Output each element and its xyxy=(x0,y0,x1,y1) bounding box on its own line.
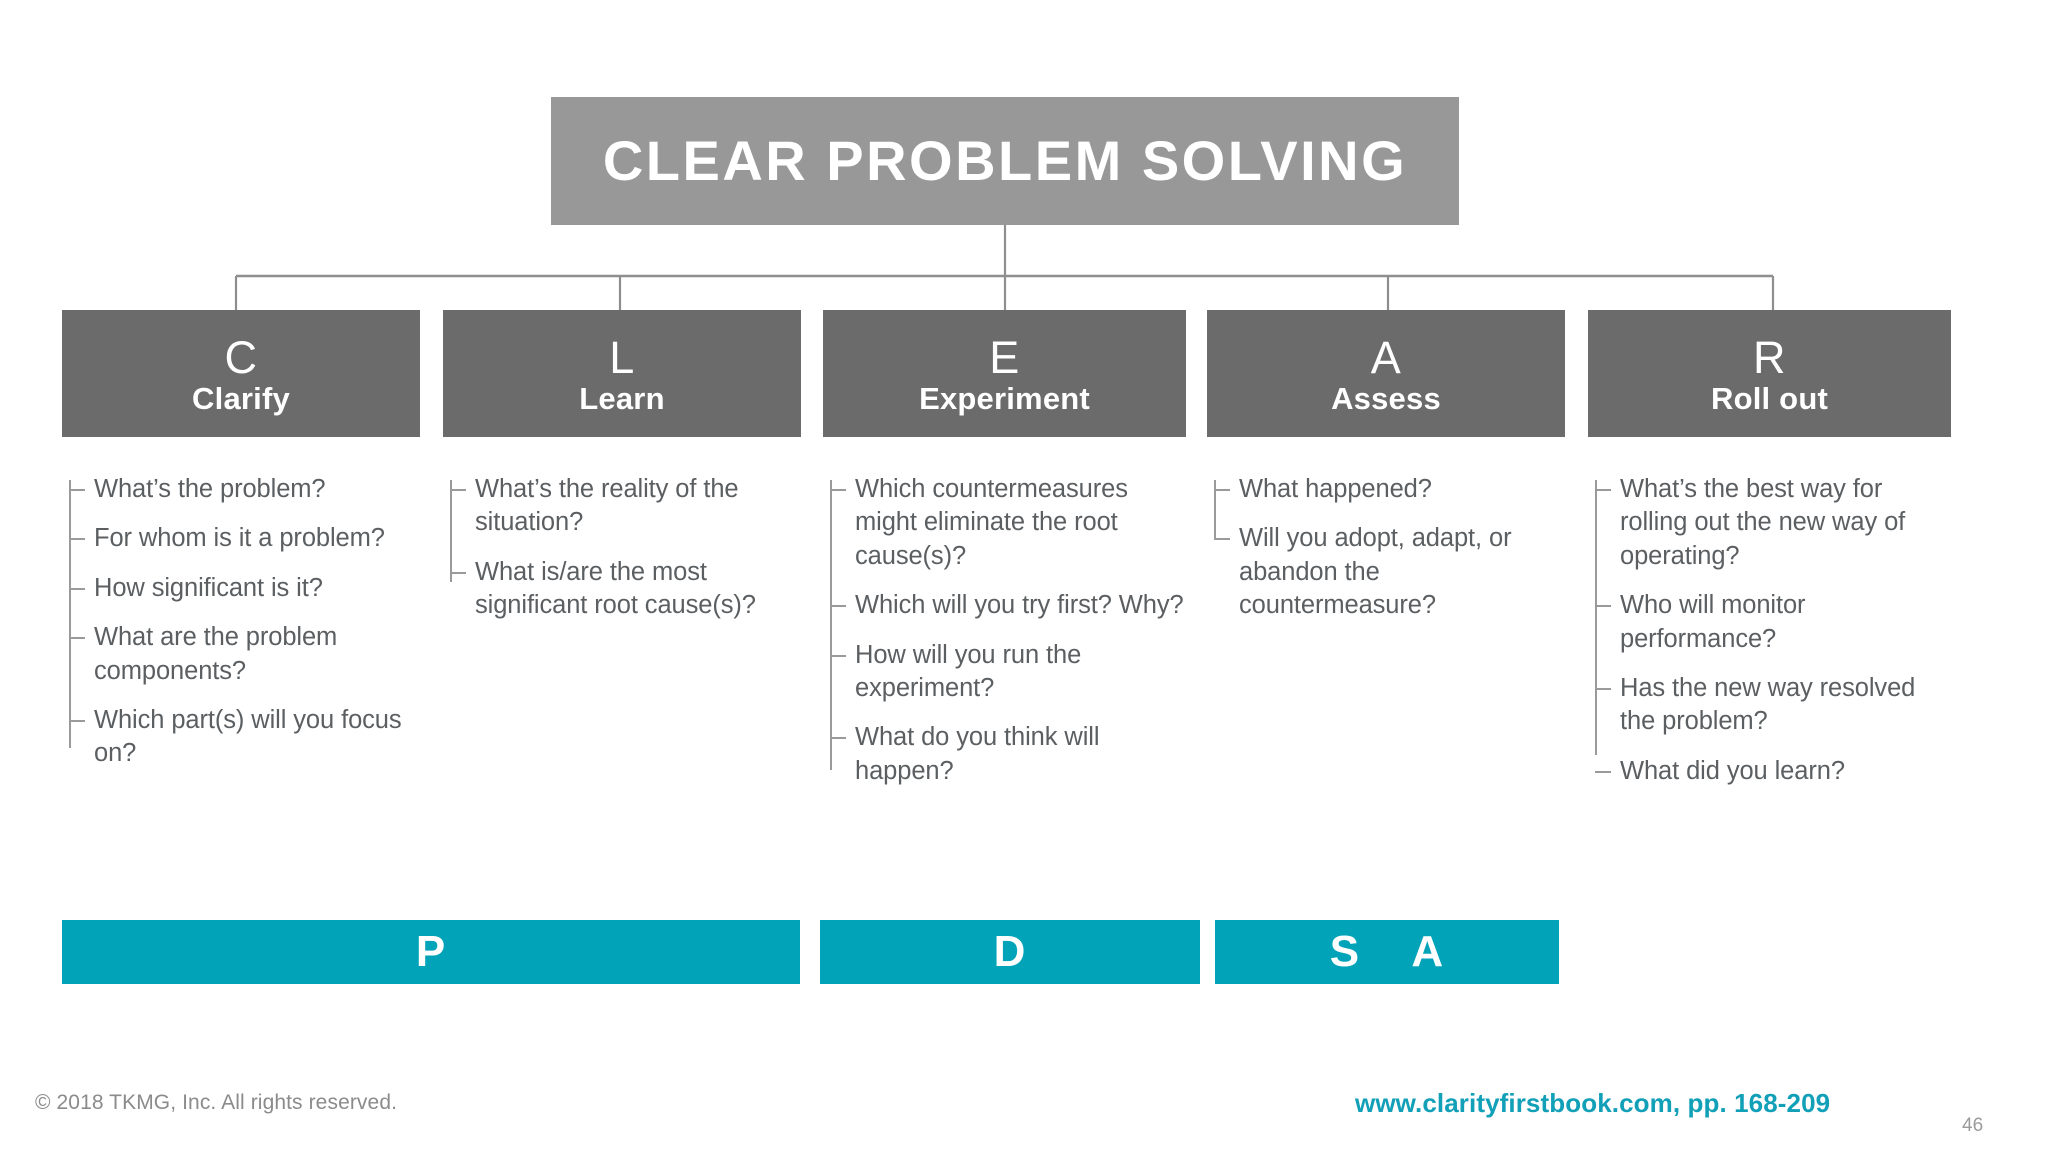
pdsa-label: S A xyxy=(1329,927,1445,976)
column-learn: L Learn What’s the reality of the situat… xyxy=(443,310,801,623)
bullet-tick-icon xyxy=(1214,489,1230,491)
bullet-tick-icon xyxy=(1595,687,1611,690)
bullet-spine xyxy=(830,480,832,770)
bullet-tick-icon xyxy=(1595,605,1611,608)
bullet-spine xyxy=(69,480,71,748)
list-item: Which part(s) will you focus on? xyxy=(69,704,420,771)
footer-book-link[interactable]: www.clarityfirstbook.com, pp. 168-209 xyxy=(1355,1088,1831,1118)
page-number: 46 xyxy=(1962,1115,1984,1136)
list-item: What’s the reality of the situation? xyxy=(450,473,801,540)
bullet-text: Has the new way resolved the problem? xyxy=(1620,673,1916,736)
list-item: Has the new way resolved the problem? xyxy=(1595,672,1951,739)
column-assess: A Assess What happened? Will you adopt, … xyxy=(1207,310,1565,623)
bullet-spine xyxy=(1214,480,1216,538)
column-letter: R xyxy=(1753,332,1786,384)
pdsa-bar-do[interactable]: D xyxy=(820,920,1200,984)
column-experiment: E Experiment Which countermeasures might… xyxy=(823,310,1186,788)
column-header-clarify[interactable]: C Clarify xyxy=(62,310,420,437)
list-item: What happened? xyxy=(1214,473,1565,506)
list-item: What’s the best way for rolling out the … xyxy=(1595,473,1951,573)
bullet-text: How will you run the experiment? xyxy=(855,640,1082,702)
list-item: For whom is it a problem? xyxy=(69,522,420,555)
bullet-list-experiment: Which countermeasures might eliminate th… xyxy=(823,473,1186,788)
page-title: CLEAR PROBLEM SOLVING xyxy=(602,129,1408,192)
list-item: Which countermeasures might eliminate th… xyxy=(830,473,1186,573)
bullet-tick-icon xyxy=(69,489,85,491)
bullet-text: What did you learn? xyxy=(1620,756,1845,785)
bullet-text: What’s the reality of the situation? xyxy=(475,475,739,537)
list-item: Which will you try first? Why? xyxy=(830,589,1186,622)
footer-copyright: © 2018 TKMG, Inc. All rights reserved. xyxy=(35,1091,398,1114)
bullet-tick-icon xyxy=(69,719,85,722)
column-word: Clarify xyxy=(192,381,290,417)
bullet-text: How significant is it? xyxy=(94,573,323,602)
bullet-tick-icon xyxy=(450,489,466,491)
bullet-tick-icon xyxy=(69,538,85,541)
bullet-text: What is/are the most significant root ca… xyxy=(475,557,756,620)
pdsa-bar-plan[interactable]: P xyxy=(62,920,800,984)
column-clarify: C Clarify What’s the problem? For whom i… xyxy=(62,310,420,771)
bullet-tick-icon xyxy=(69,637,85,640)
list-item: What are the problem components? xyxy=(69,621,420,688)
column-rollout: R Roll out What’s the best way for rolli… xyxy=(1588,310,1951,788)
bullet-text: Will you adopt, adapt, or abandon the co… xyxy=(1239,524,1512,620)
slide-title-banner: CLEAR PROBLEM SOLVING xyxy=(551,97,1459,225)
list-item: Who will monitor performance? xyxy=(1595,589,1951,656)
bullet-list-clarify: What’s the problem? For whom is it a pro… xyxy=(62,473,420,771)
bullet-tick-icon xyxy=(830,605,846,608)
column-word: Assess xyxy=(1331,381,1441,417)
list-item: Will you adopt, adapt, or abandon the co… xyxy=(1214,522,1565,622)
column-header-assess[interactable]: A Assess xyxy=(1207,310,1565,437)
list-item: How significant is it? xyxy=(69,572,420,605)
bullet-list-assess: What happened? Will you adopt, adapt, or… xyxy=(1207,473,1565,623)
column-header-experiment[interactable]: E Experiment xyxy=(823,310,1186,437)
bullet-spine xyxy=(450,480,452,582)
column-letter: C xyxy=(224,332,258,384)
bullet-text: What happened? xyxy=(1239,475,1432,503)
column-header-rollout[interactable]: R Roll out xyxy=(1588,310,1951,437)
bullet-text: What’s the best way for rolling out the … xyxy=(1620,475,1906,570)
pdsa-label: D xyxy=(993,927,1027,976)
list-item: How will you run the experiment? xyxy=(830,639,1186,706)
bullet-tick-icon xyxy=(830,489,846,491)
bullet-tick-icon xyxy=(1214,538,1230,541)
column-word: Learn xyxy=(579,381,665,417)
list-item: What is/are the most significant root ca… xyxy=(450,556,801,623)
bullet-tick-icon xyxy=(1595,770,1611,773)
column-word: Roll out xyxy=(1711,381,1828,417)
bullet-text: What do you think will happen? xyxy=(855,723,1100,785)
bullet-text: What’s the problem? xyxy=(94,475,326,503)
bullet-tick-icon xyxy=(830,654,846,657)
list-item: What do you think will happen? xyxy=(830,721,1186,788)
list-item: What’s the problem? xyxy=(69,473,420,506)
bullet-spine xyxy=(1595,480,1597,755)
pdsa-label: P xyxy=(415,927,447,976)
bullet-tick-icon xyxy=(830,737,846,740)
bullet-list-learn: What’s the reality of the situation? Wha… xyxy=(443,473,801,623)
column-letter: A xyxy=(1370,332,1402,384)
bullet-list-rollout: What’s the best way for rolling out the … xyxy=(1588,473,1951,788)
column-letter: E xyxy=(989,332,1020,384)
column-letter: L xyxy=(609,332,635,384)
bullet-text: What are the problem components? xyxy=(94,623,338,685)
bullet-text: Which part(s) will you focus on? xyxy=(94,705,402,768)
bullet-text: For whom is it a problem? xyxy=(94,524,385,553)
bullet-tick-icon xyxy=(450,571,466,574)
bullet-text: Which countermeasures might eliminate th… xyxy=(855,475,1128,570)
bullet-tick-icon xyxy=(1595,489,1611,491)
pdsa-bar-study-act[interactable]: S A xyxy=(1215,920,1559,984)
bullet-text: Which will you try first? Why? xyxy=(855,591,1184,620)
list-item: What did you learn? xyxy=(1595,755,1951,788)
bullet-text: Who will monitor performance? xyxy=(1620,591,1806,653)
column-header-learn[interactable]: L Learn xyxy=(443,310,801,437)
bullet-tick-icon xyxy=(69,587,85,590)
column-word: Experiment xyxy=(919,381,1090,417)
